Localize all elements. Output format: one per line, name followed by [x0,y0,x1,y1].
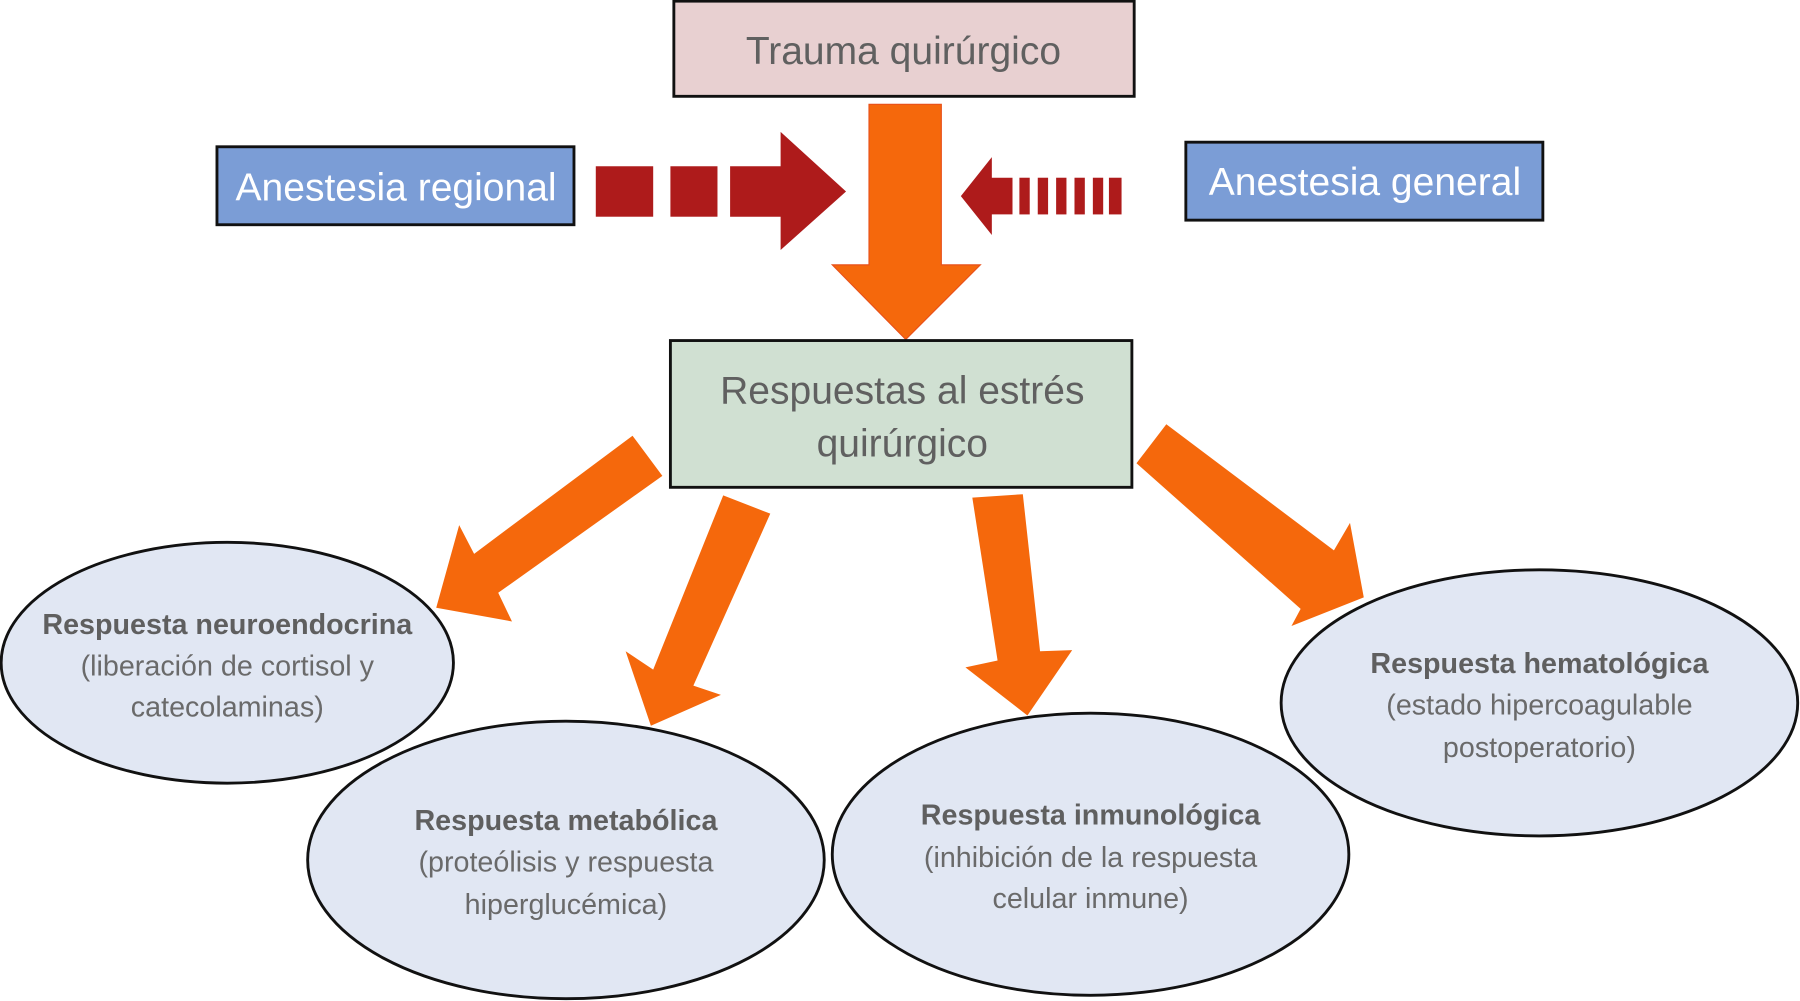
response-title: Respuesta neuroendocrina [42,609,413,641]
response-detail-line2: postoperatorio) [1443,732,1636,764]
response-hematologic: Respuesta hematológica (estado hipercoag… [1279,568,1800,838]
regional-anesthesia-box: Anestesia regional [215,145,576,227]
regional-inhibit-arrow [595,131,847,250]
response-metabolic: Respuesta metabólica (proteólisis y resp… [306,719,826,1001]
arrow-to-neuroendocrine [436,435,663,622]
response-detail-line1: (liberación de cortisol y [81,650,375,682]
response-detail-line1: (inhibición de la respuesta [924,842,1257,874]
general-inhibit-arrow [960,157,1122,236]
arrow-to-metabolic [625,495,771,726]
response-immunologic: Respuesta inmunológica (inhibición de la… [830,711,1351,997]
response-detail-line2: celular inmune) [992,883,1188,915]
stress-response-label-line1: Respuestas al estrés [720,370,1084,413]
general-anesthesia-box: Anestesia general [1184,140,1545,222]
main-down-arrow [830,103,982,341]
response-title: Respuesta inmunológica [921,799,1262,831]
response-neuroendocrine: Respuesta neuroendocrina (liberación de … [0,540,455,785]
trauma-label: Trauma quirúrgico [746,30,1061,73]
response-detail-line2: catecolaminas) [131,692,324,724]
general-anesthesia-label: Anestesia general [1209,161,1521,204]
stress-response-box: Respuestas al estrés quirúrgico [668,339,1134,489]
response-detail-line2: hiperglucémica) [465,889,668,921]
arrow-to-immunologic [965,494,1073,716]
response-title: Respuesta metabólica [414,805,718,837]
trauma-box: Trauma quirúrgico [672,0,1136,98]
response-detail-line1: (estado hipercoagulable [1386,689,1692,721]
arrow-to-hematologic [1136,424,1364,627]
stress-response-label-line2: quirúrgico [817,422,988,465]
response-title: Respuesta hematológica [1370,648,1709,680]
regional-anesthesia-label: Anestesia regional [236,167,557,210]
response-detail-line1: (proteólisis y respuesta [418,846,713,878]
